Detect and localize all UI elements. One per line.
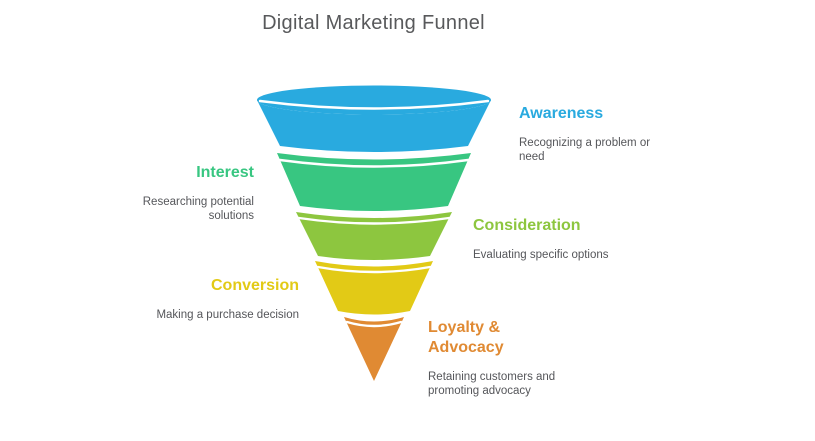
- page-title: Digital Marketing Funnel: [262, 12, 485, 34]
- funnel-rim-consideration: [297, 216, 451, 225]
- stage-description-loyalty: Retaining customers and promoting advoca…: [428, 371, 556, 398]
- funnel-rim-loyalty: [345, 320, 403, 328]
- stage-description-awareness: Recognizing a problem or need: [519, 137, 651, 164]
- stage-label-conversion: Conversion Making a purchase decision: [119, 276, 299, 322]
- funnel-stage-loyalty: [344, 317, 404, 381]
- funnel-rim-interest: [278, 158, 470, 168]
- stage-name-awareness: Awareness: [519, 105, 604, 122]
- funnel-stage-interest: [277, 153, 471, 211]
- funnel-stage-conversion: [315, 261, 433, 315]
- funnel-stage-awareness: [257, 100, 491, 152]
- funnel-rim-conversion: [316, 265, 432, 274]
- stage-name-consideration: Consideration: [473, 217, 581, 234]
- funnel-mouth-awareness: [257, 85, 491, 115]
- stage-label-interest: Interest Researching potential solutions: [94, 163, 254, 224]
- stage-name-conversion: Conversion: [210, 277, 299, 294]
- funnel-stage-consideration: [296, 212, 452, 260]
- stage-name-loyalty: Loyalty & Advocacy: [428, 319, 504, 356]
- stage-label-loyalty: Loyalty & Advocacy Retaining customers a…: [428, 318, 588, 399]
- stage-label-consideration: Consideration Evaluating specific option…: [473, 216, 658, 262]
- funnel-rim-awareness: [258, 99, 490, 110]
- stage-name-interest: Interest: [196, 164, 254, 181]
- stage-description-conversion: Making a purchase decision: [156, 309, 299, 321]
- stage-description-consideration: Evaluating specific options: [473, 249, 609, 261]
- stage-label-awareness: Awareness Recognizing a problem or need: [519, 104, 684, 165]
- stage-description-interest: Researching potential solutions: [142, 196, 254, 223]
